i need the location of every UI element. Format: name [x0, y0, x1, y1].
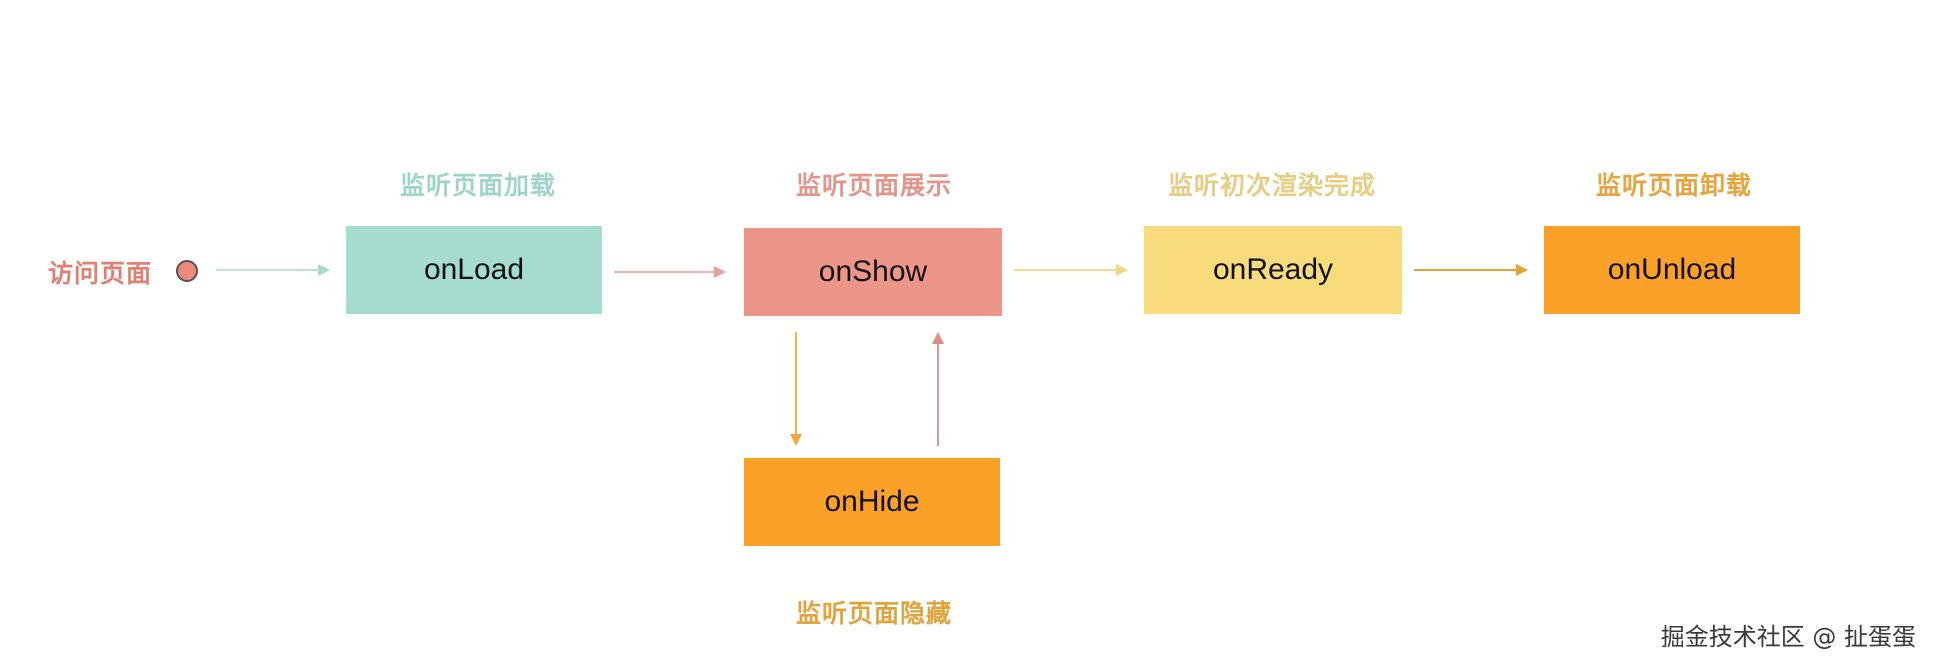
arrowhead-onshow-onhide	[790, 434, 802, 446]
arrowhead-start-onload	[318, 264, 330, 276]
arrowhead-onready-onunload	[1516, 264, 1528, 276]
watermark: 掘金技术社区 @ 扯蛋蛋	[1660, 623, 1916, 651]
node-onhide: onHide	[744, 458, 1000, 546]
node-onready: onReady	[1144, 226, 1402, 314]
caption-onhide: 监听页面隐藏	[795, 599, 952, 628]
caption-onunload: 监听页面卸载	[1595, 171, 1752, 200]
arrowhead-onload-onshow	[714, 266, 726, 278]
caption-onload: 监听页面加载	[399, 171, 556, 200]
arrowhead-onshow-onready	[1116, 264, 1128, 276]
node-onunload: onUnload	[1544, 226, 1800, 314]
arrowhead-onhide-onshow	[932, 332, 944, 344]
start-dot	[176, 260, 198, 282]
caption-onready: 监听初次渲染完成	[1167, 171, 1376, 200]
node-onshow: onShow	[744, 228, 1002, 316]
node-onload: onLoad	[346, 226, 602, 314]
start-label: 访问页面	[48, 259, 153, 288]
caption-onshow: 监听页面展示	[795, 171, 952, 200]
